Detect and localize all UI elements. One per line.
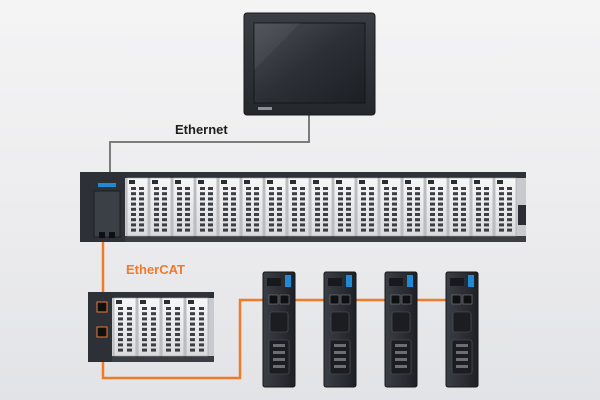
remote-io-rack bbox=[88, 292, 214, 362]
io-module bbox=[172, 177, 195, 237]
ethercat-label: EtherCAT bbox=[126, 262, 185, 277]
io-module bbox=[402, 177, 425, 237]
io-module bbox=[333, 177, 356, 237]
remote-io-module bbox=[113, 297, 137, 357]
servo-drive bbox=[262, 271, 296, 388]
io-module bbox=[126, 177, 149, 237]
servo-drive bbox=[445, 271, 479, 388]
io-module bbox=[287, 177, 310, 237]
ethernet-cable bbox=[109, 112, 310, 176]
remote-io-module bbox=[161, 297, 185, 357]
io-module bbox=[195, 177, 218, 237]
ethernet-label: Ethernet bbox=[175, 122, 228, 137]
servo-drive bbox=[323, 271, 357, 388]
remote-io-module bbox=[137, 297, 161, 357]
io-module bbox=[218, 177, 241, 237]
remote-io-module bbox=[185, 297, 209, 357]
io-module bbox=[448, 177, 471, 237]
hmi-touch-panel bbox=[243, 12, 376, 116]
io-module bbox=[379, 177, 402, 237]
remote-io-module-bank bbox=[113, 297, 209, 357]
io-module bbox=[471, 177, 494, 237]
io-module bbox=[310, 177, 333, 237]
io-module-bank bbox=[126, 177, 517, 237]
io-module bbox=[356, 177, 379, 237]
io-module bbox=[149, 177, 172, 237]
plc-controller-rack bbox=[80, 172, 526, 242]
servo-drive bbox=[384, 271, 418, 388]
io-module bbox=[494, 177, 517, 237]
io-module bbox=[241, 177, 264, 237]
io-module bbox=[264, 177, 287, 237]
servo-drive-group bbox=[262, 271, 479, 388]
io-module bbox=[425, 177, 448, 237]
ethercat-cable-io-to-drives bbox=[101, 298, 277, 380]
